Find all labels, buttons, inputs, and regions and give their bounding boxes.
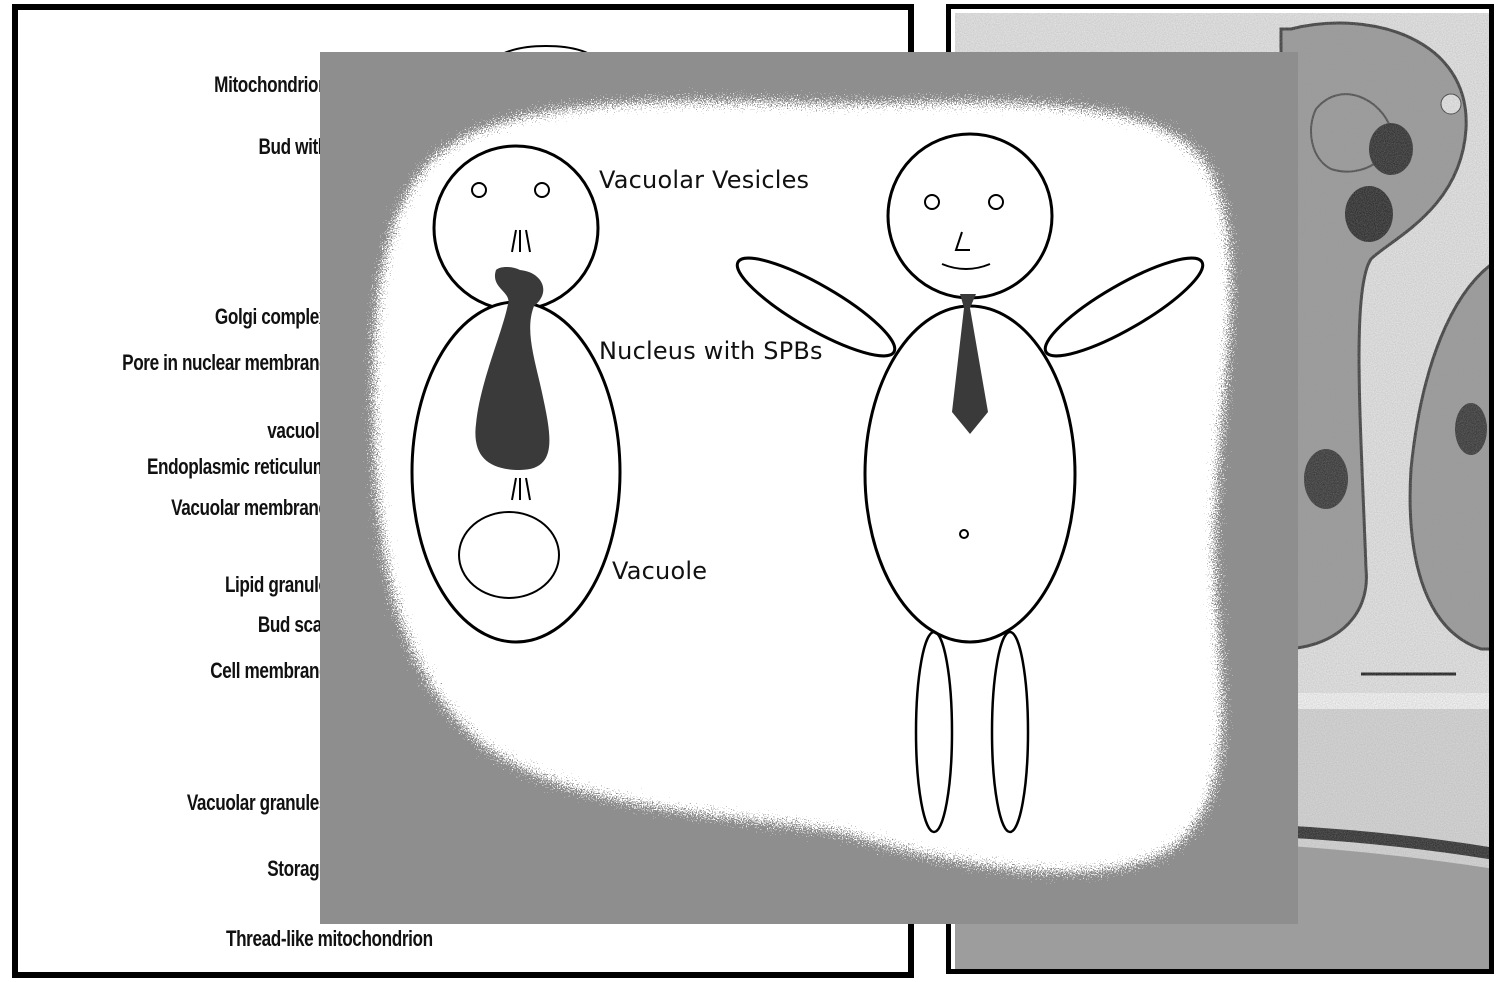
label-pore-nuclear-membrane: Pore in nuclear membrane bbox=[122, 350, 328, 376]
label-storage: Storage bbox=[267, 856, 328, 882]
navel bbox=[960, 530, 968, 538]
label-lipid-granule: Lipid granule bbox=[225, 572, 328, 598]
left-leg bbox=[916, 632, 952, 832]
label-endoplasmic-reticulum: Endoplasmic reticulum bbox=[147, 454, 328, 480]
label-mitochondrion: Mitochondrion bbox=[214, 72, 328, 98]
right-leg bbox=[992, 632, 1028, 832]
vacuole-ellipse bbox=[459, 512, 559, 598]
yeast-cell-figure bbox=[412, 146, 620, 642]
right-eye bbox=[989, 195, 1003, 209]
person-head bbox=[888, 134, 1052, 298]
label-bud-scar: Bud scar bbox=[258, 612, 328, 638]
label-golgi-complex: Golgi complex bbox=[215, 304, 328, 330]
label-thread-like-mitochondrion: Thread-like mitochondrion bbox=[226, 926, 433, 952]
cartoon-diagram: Vacuolar Vesicles Nucleus with SPBs Vacu… bbox=[320, 52, 1298, 924]
label-vacuole-caption: Vacuole bbox=[612, 557, 707, 585]
label-cell-membrane: Cell membrane bbox=[210, 658, 328, 684]
label-vacuolar-granules: Vacuolar granules bbox=[187, 790, 328, 816]
label-vacuolar-membrane: Vacuolar membrane bbox=[172, 495, 328, 521]
label-vacuole: vacuole bbox=[267, 418, 328, 444]
label-nucleus-with-spbs: Nucleus with SPBs bbox=[599, 337, 823, 365]
label-vacuolar-vesicles: Vacuolar Vesicles bbox=[599, 166, 809, 194]
left-eye bbox=[925, 195, 939, 209]
label-bud-with: Bud with bbox=[259, 134, 328, 160]
